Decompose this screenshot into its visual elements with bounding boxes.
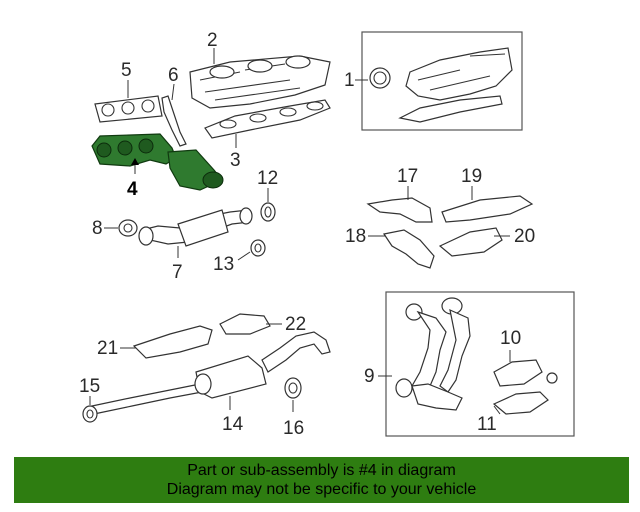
part-7-front-pipe[interactable] [138, 207, 253, 247]
callout-10: 10 [500, 328, 521, 349]
part-12-gasket[interactable] [260, 202, 276, 222]
part-3-gasket[interactable] [204, 99, 331, 139]
part-5-manifold-gasket[interactable] [94, 95, 163, 123]
callout-19: 19 [461, 166, 482, 187]
part-10-catalytic-converter[interactable] [493, 359, 558, 387]
callout-2: 2 [207, 30, 218, 51]
part-1-box [361, 31, 523, 131]
callout-15: 15 [79, 376, 100, 397]
part-14-tailpipe-muffler[interactable] [91, 331, 331, 415]
exhaust-parts-diagram: 2 3 5 6 4 1 [79, 30, 575, 439]
callout-9: 9 [364, 366, 375, 387]
fitment-notice-banner: Part or sub-assembly is #4 in diagram Di… [14, 457, 629, 503]
callout-12: 12 [257, 168, 278, 189]
part-1-intake-manifold[interactable] [369, 47, 513, 123]
callout-3: 3 [230, 150, 241, 171]
part-6-hose[interactable] [161, 95, 187, 147]
part-9-box [385, 291, 575, 437]
part-18-heat-shield[interactable] [383, 229, 435, 269]
callout-20: 20 [514, 226, 535, 247]
callout-11: 11 [477, 414, 497, 435]
part-20-heat-shield[interactable] [438, 227, 503, 257]
part-8-gasket[interactable] [118, 219, 138, 237]
callout-8: 8 [92, 218, 103, 239]
part-21-heat-shield[interactable] [132, 325, 213, 359]
callout-21: 21 [97, 338, 118, 359]
part-13-gasket[interactable] [250, 239, 266, 257]
callout-17: 17 [397, 166, 418, 187]
callout-6: 6 [168, 65, 179, 86]
callout-18: 18 [345, 226, 366, 247]
callout-7: 7 [172, 262, 183, 283]
callout-5: 5 [121, 60, 132, 81]
part-11-catalytic-converter[interactable] [492, 391, 549, 415]
part-16-hanger[interactable] [284, 377, 302, 399]
banner-line-2: Diagram may not be specific to your vehi… [166, 481, 477, 498]
callout-14: 14 [222, 414, 244, 435]
part-17-heat-shield[interactable] [366, 197, 433, 223]
banner-line-1: Part or sub-assembly is #4 in diagram [187, 462, 456, 479]
callout-22: 22 [285, 314, 306, 335]
part-15-gasket[interactable] [82, 405, 98, 423]
part-19-heat-shield[interactable] [441, 195, 534, 223]
part-9-front-pipe-assembly[interactable] [395, 297, 471, 411]
part-22-heat-shield[interactable] [219, 313, 271, 335]
callout-16: 16 [283, 418, 304, 439]
callout-1: 1 [344, 70, 355, 91]
callout-4: 4 [127, 179, 138, 200]
callout-13: 13 [213, 254, 234, 275]
part-2-intake-plenum[interactable] [189, 55, 331, 109]
part-4-exhaust-manifold-converter[interactable] [91, 133, 224, 191]
